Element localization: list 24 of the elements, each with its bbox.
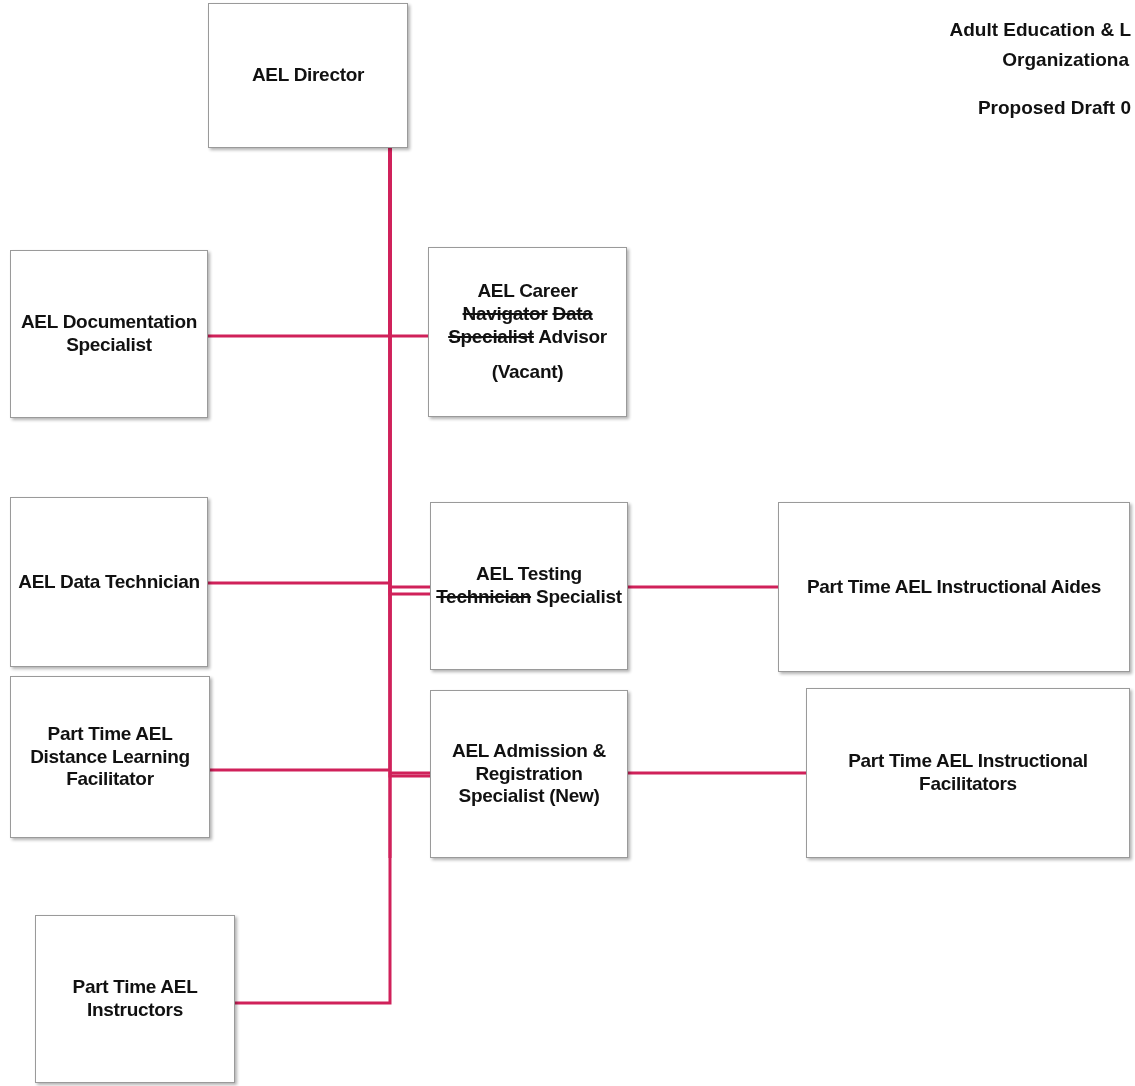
position-box [778,502,1130,672]
position-title: Part Time AEL Instructors [71,976,199,1022]
position-title: AEL Career Navigator Data Specialist Advisor [447,280,608,349]
position-box [430,502,628,670]
position-title: Part Time AEL Instructional Facilitators [847,750,1089,796]
position-box [806,688,1130,858]
position-title: AEL Data Technician [18,570,200,594]
title-text: Adult Education & L [949,18,1131,42]
position-title: Part Time AEL Instructional Aides [806,575,1102,599]
position-box [428,247,627,417]
position-box [430,690,628,858]
title-text: Proposed Draft 0 [977,95,1131,120]
position-box [10,497,208,667]
position-box [208,3,408,148]
position-title: AEL Documentation Specialist [19,311,199,357]
title-text: Organizationa [1002,47,1129,72]
position-title: (Vacant) [491,360,564,384]
position-title: AEL Director [251,64,365,87]
position-box [35,915,235,1083]
position-title: AEL Testing Technician Specialist [435,563,623,609]
position-title: Part Time AEL Distance Learning Facilitator [29,722,191,792]
position-title: AEL Admission & Registration Specialist (New) [451,739,607,809]
position-box [10,676,210,838]
position-box [10,250,208,418]
